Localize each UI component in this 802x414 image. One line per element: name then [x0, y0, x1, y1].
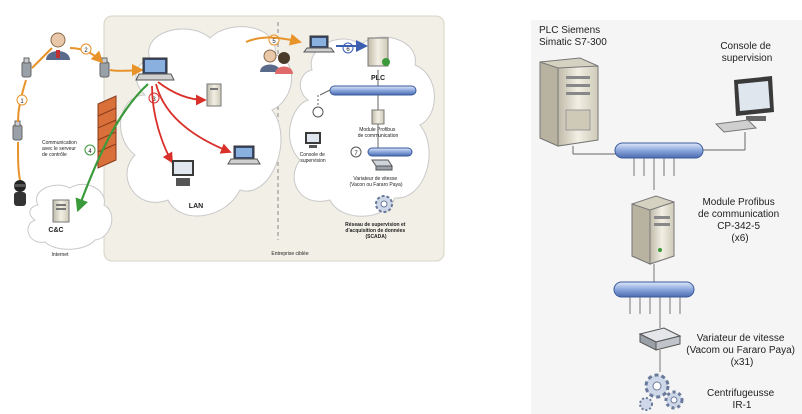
drive-label: Variateur de vitesse (Vacon ou Fararo Pa… — [350, 176, 403, 188]
user-icon — [46, 32, 70, 60]
network-bus — [329, 85, 417, 96]
propagation-arrow — [151, 85, 173, 164]
centrifuge-label: Centrifugeusse IR-1 — [707, 388, 777, 411]
step-number: 3 — [152, 97, 156, 103]
infection-arrow — [31, 47, 53, 69]
gear-icon — [639, 373, 684, 411]
usb-drive-icon — [12, 120, 23, 141]
network-bus — [614, 142, 704, 159]
step-number: 2 — [84, 48, 88, 54]
cc-comm-arrow — [75, 83, 149, 213]
cc-comm-label: Communication avec le serveur de contrôl… — [42, 140, 78, 158]
server-icon — [371, 109, 385, 125]
monitor-icon — [172, 160, 194, 186]
variateur-label: Variateur de vitesse (Vacom ou Fararo Pa… — [686, 333, 798, 368]
usb-drive-icon — [99, 57, 110, 78]
laptop-icon — [135, 57, 175, 81]
step-badge: 4 — [84, 144, 96, 156]
propagation-arrow — [157, 81, 207, 106]
drive-icon — [638, 327, 682, 351]
server-icon — [52, 199, 70, 223]
laptop-icon — [227, 145, 261, 165]
user-icon — [260, 49, 293, 74]
target-company-label: Entreprise ciblée — [271, 251, 308, 257]
network-bus — [367, 147, 413, 157]
step-number: 4 — [88, 149, 92, 155]
monitor-icon — [714, 76, 774, 133]
infection-arrow — [17, 141, 21, 181]
server-icon — [631, 195, 675, 265]
scada-cloud — [289, 36, 435, 217]
step-number: 5 — [272, 39, 276, 45]
plc-siemens-label: PLC Siemens Simatic S7-300 — [539, 25, 607, 48]
hacker-icon — [14, 180, 26, 206]
cc-cloud — [27, 183, 113, 250]
network-bus — [613, 281, 695, 298]
step-badge: 2 — [80, 43, 92, 55]
step-badge: 3 — [148, 92, 160, 104]
console-supervision-label: Console de supervision — [720, 41, 773, 64]
console-label: Console de supervision — [300, 152, 327, 164]
step-badge: 6 — [342, 42, 354, 54]
usb-drive-icon — [21, 57, 32, 78]
infection-arrow — [109, 64, 144, 77]
monitor-icon — [305, 132, 321, 148]
laptop-icon — [303, 35, 335, 53]
step-badge: 7 — [350, 146, 362, 158]
firewall-icon — [97, 95, 117, 169]
server-icon — [206, 83, 222, 107]
propagation-arrow — [155, 83, 232, 154]
left-diagram: 2 1 5 6 3 4 7 — [8, 14, 448, 265]
module-profibus-label: Module Profibus de communication CP-342-… — [698, 197, 782, 244]
drive-icon — [371, 159, 393, 171]
scada-label: Réseau de supervision et d'acquisition d… — [345, 222, 407, 240]
internet-label: Internet — [52, 252, 70, 258]
step-number: 7 — [354, 151, 358, 157]
plc-icon — [367, 37, 390, 67]
infection-arrow — [245, 33, 302, 46]
gear-icon — [375, 195, 393, 213]
step-number: 6 — [346, 47, 350, 53]
step-number: 1 — [20, 99, 24, 105]
step-badge: 1 — [16, 94, 28, 106]
lan-label: LAN — [189, 203, 203, 210]
cc-label: C&C — [48, 227, 63, 234]
right-diagram: PLC Siemens Simatic S7-300 Console de su… — [531, 20, 802, 414]
step-badge: 5 — [268, 34, 280, 46]
plc-icon — [539, 57, 599, 147]
